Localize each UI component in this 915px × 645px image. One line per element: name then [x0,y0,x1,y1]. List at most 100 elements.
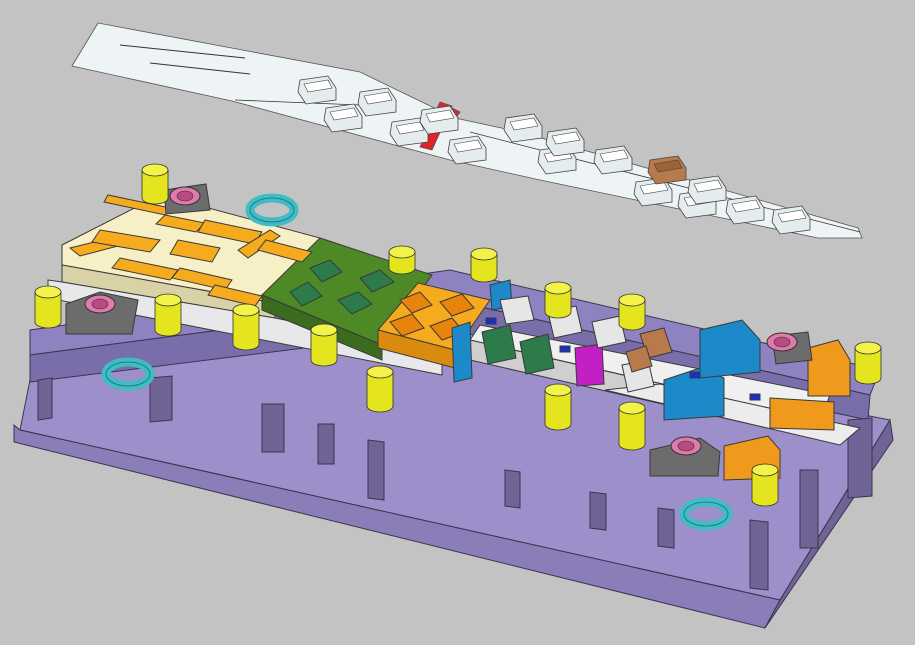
pad-block [591,315,627,349]
guide-post [388,245,416,275]
punch [359,269,395,293]
guide-bushing-bore [773,336,791,348]
guide-post-body [310,329,338,367]
guide-post-body [232,309,260,351]
form-block-accent [574,343,605,387]
guide-posts [34,163,882,507]
guide-post-cap [154,293,182,307]
pilot [749,393,761,401]
formed-part-block [625,345,653,373]
riser-leg [847,417,873,499]
guide-post-cap [544,383,572,397]
bend-insert [439,293,475,317]
guide-post-cap [544,281,572,295]
riser-leg [149,375,173,423]
guide-post-body [751,469,779,507]
strip-station-face [653,159,683,173]
strip-station-face [777,209,807,223]
guide-post [34,285,62,329]
guide-post [154,293,182,337]
lifting-eye-outline [249,197,295,223]
strip-station-face [551,131,581,145]
pilot [485,317,497,325]
guide-post-body [618,407,646,451]
pad-block [499,295,535,325]
strip-layout [71,22,863,239]
orange-block [807,339,851,397]
guide-post [618,401,646,451]
base-risers [37,375,873,591]
guide-bushing-bore [677,440,695,452]
insert [111,257,179,281]
punch [289,281,323,307]
guide-post-cap [34,285,62,299]
guide-bushing-bore [176,190,194,202]
insert [169,239,221,263]
strip-station-face [599,149,629,163]
stripper-inserts [68,194,313,307]
guide-post-body [366,371,394,413]
strip-station-face [731,199,761,213]
guide-post-cap [618,401,646,415]
guide-post-cap [141,163,169,177]
guide-post [854,341,882,385]
guide-post-cap [232,303,260,317]
riser-leg [317,423,335,465]
guide-post-cap [618,293,646,307]
guide-post [470,247,498,283]
riser-leg [37,377,53,421]
strip-station-face [509,117,539,131]
strip-stations [297,75,811,235]
guide-post-body [544,389,572,431]
guide-post-cap [366,365,394,379]
guide-post [310,323,338,367]
guide-post [366,365,394,413]
lifting-eye-outline [105,361,151,387]
guide-post-body [854,347,882,385]
forming-punches [289,259,395,315]
punch [337,291,373,315]
cam-block [451,321,473,383]
insert [257,239,313,263]
pilot-markers [485,317,761,401]
riser-leg [261,403,285,453]
form-block [519,333,555,375]
guide-post-body [544,287,572,319]
cam-block [663,367,725,421]
strip-station-face [395,121,425,135]
riser-leg [657,507,675,549]
bend-inserts [389,291,475,341]
strip-station-face [329,107,359,121]
pilot [559,345,571,353]
insert [237,229,281,259]
insert [154,214,207,233]
strip-station-face [693,179,723,193]
punch [309,259,343,283]
guide-post [232,303,260,351]
orange-block [769,397,835,431]
insert [91,229,161,253]
guide-post [751,463,779,507]
bend-insert [389,313,425,337]
pilot [689,371,701,379]
riser-leg [367,439,385,501]
guide-post-body [154,299,182,337]
guide-post-cap [310,323,338,337]
guide-bushing-bore [91,298,109,310]
guide-post-cap [388,245,416,259]
cam-block [699,319,761,379]
form-block [481,324,517,365]
lifting-eye-outline [683,501,729,527]
guide-post-cap [751,463,779,477]
guide-post-body [470,253,498,283]
strip-station-face [453,139,483,153]
guide-post [544,281,572,319]
guide-post-cap [854,341,882,355]
guide-post [544,383,572,431]
guide-post [618,293,646,331]
bend-insert [399,291,433,314]
guide-post [141,163,169,205]
riser-leg [749,519,769,591]
strip-station-face [303,79,333,93]
